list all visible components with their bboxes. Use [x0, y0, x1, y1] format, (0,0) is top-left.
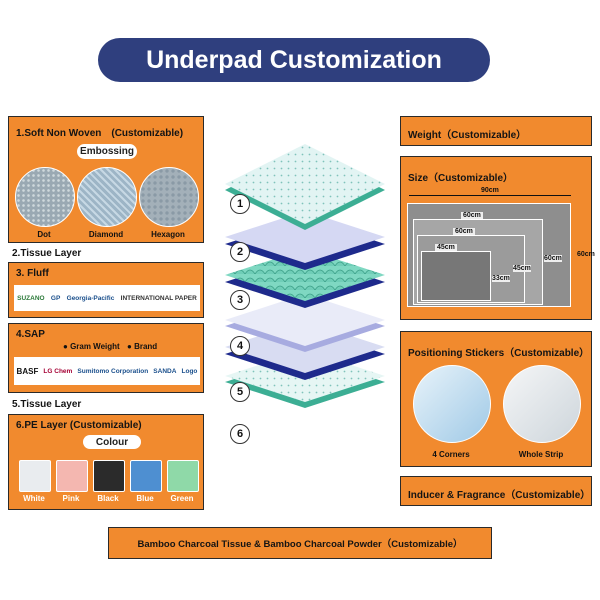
layer-number-6: 6: [230, 424, 250, 444]
layer-2-tissue: [225, 211, 385, 270]
layer-number-2: 2: [230, 242, 250, 262]
layer-number-1: 1: [230, 194, 250, 214]
layer-4-sap: [225, 294, 385, 352]
pattern-label-diamond: Diamond: [88, 230, 124, 239]
fluff-brand-logos: SUZANO GP Georgia-Pacific INTERNATIONAL …: [14, 285, 200, 311]
bamboo-charcoal-label: Bamboo Charcoal Tissue & Bamboo Charcoal…: [137, 539, 463, 550]
page-title: Underpad Customization: [98, 38, 490, 82]
inducer-panel: Inducer & Fragrance（Customizable）: [400, 476, 592, 506]
layer-number-4: 4: [230, 336, 250, 356]
whole-strip-label: Whole Strip: [518, 450, 564, 459]
four-corners-label: 4 Corners: [432, 450, 470, 459]
dot-pattern-swatch: [15, 167, 75, 227]
size-panel: Size（Customizable） 90cm 60cm 60cm 45cm 6…: [400, 156, 595, 320]
gram-weight-label: Gram Weight: [70, 342, 120, 351]
lg-chem-logo: LG Chem: [43, 367, 73, 375]
suzano-logo: SUZANO: [17, 294, 45, 302]
fluff-title: 3. Fluff: [16, 268, 49, 279]
colour-label-pink: Pink: [62, 494, 80, 503]
diamond-pattern-swatch: [77, 167, 137, 227]
sap-title: 4.SAP: [16, 329, 45, 340]
width-90-label: 90cm: [479, 187, 501, 194]
pink-swatch: [56, 460, 88, 492]
nonwoven-title: 1.Soft Non Woven (Customizable): [16, 128, 184, 139]
layer-3-fluff: [225, 249, 385, 308]
four-corners-photo: [413, 365, 491, 443]
sap-panel: 4.SAP ● Gram Weight ● Brand BASF LG Chem…: [8, 323, 204, 393]
pe-layer-panel: 6.PE Layer (Customizable) Colour White P…: [8, 414, 204, 510]
gp-logo: GP: [50, 294, 61, 302]
layer-number-5: 5: [230, 382, 250, 402]
height-60-label-a: 60cm: [577, 251, 595, 258]
width-60-label-b: 60cm: [453, 228, 475, 235]
tissue-layer-2-label: 5.Tissue Layer: [12, 399, 82, 410]
height-60-label-b: 60cm: [544, 255, 562, 262]
width-60-label-a: 60cm: [461, 212, 483, 219]
weight-panel: Weight（Customizable）: [400, 116, 592, 146]
blue-swatch: [130, 460, 162, 492]
width-90-arrow: [409, 195, 571, 196]
sap-brand-logos: BASF LG Chem Sumitomo Corporation SANDA …: [14, 357, 200, 385]
brand-label: Brand: [134, 342, 158, 351]
basf-logo: BASF: [16, 366, 39, 376]
sap-option-brand: ● Brand: [127, 342, 158, 351]
colour-label-blue: Blue: [136, 494, 154, 503]
sap-option-gram-weight: ● Gram Weight: [63, 342, 120, 351]
colour-label-black: Black: [97, 494, 119, 503]
stickers-title: Positioning Stickers（Customizable）: [408, 348, 590, 359]
size-box-45-33: [421, 251, 491, 301]
size-title: Size（Customizable）: [408, 173, 514, 184]
international-paper-logo: INTERNATIONAL PAPER: [120, 294, 197, 302]
layer-1-nonwoven: [225, 144, 385, 230]
colour-badge: Colour: [83, 435, 141, 449]
black-swatch: [93, 460, 125, 492]
whole-strip-photo: [503, 365, 581, 443]
height-33-label: 33cm: [492, 275, 510, 282]
height-45-label: 45cm: [513, 265, 531, 272]
weight-title: Weight（Customizable）: [408, 130, 527, 141]
oval-brand-logo: Logo: [181, 367, 198, 375]
inducer-title: Inducer & Fragrance（Customizable）: [408, 490, 591, 501]
tissue-layer-label: 2.Tissue Layer: [12, 248, 82, 259]
green-swatch: [167, 460, 199, 492]
width-45-label: 45cm: [435, 244, 457, 251]
embossing-badge: Embossing: [77, 144, 137, 159]
sanda-logo: SANDA: [153, 367, 177, 375]
pattern-label-dot: Dot: [37, 230, 51, 239]
nonwoven-panel: 1.Soft Non Woven (Customizable) Embossin…: [8, 116, 204, 243]
sumitomo-logo: Sumitomo Corporation: [77, 367, 149, 375]
colour-label-white: White: [23, 494, 45, 503]
hexagon-pattern-swatch: [139, 167, 199, 227]
bamboo-charcoal-panel: Bamboo Charcoal Tissue & Bamboo Charcoal…: [108, 527, 492, 559]
fluff-panel: 3. Fluff SUZANO GP Georgia-Pacific INTER…: [8, 262, 204, 318]
white-swatch: [19, 460, 51, 492]
colour-label-green: Green: [170, 494, 194, 503]
pe-layer-title: 6.PE Layer (Customizable): [16, 420, 142, 431]
georgia-pacific-logo: Georgia-Pacific: [66, 294, 115, 302]
pattern-label-hexagon: Hexagon: [151, 230, 185, 239]
layer-number-3: 3: [230, 290, 250, 310]
layer-stack-illustration: [225, 144, 385, 408]
stickers-panel: Positioning Stickers（Customizable） 4 Cor…: [400, 331, 592, 467]
